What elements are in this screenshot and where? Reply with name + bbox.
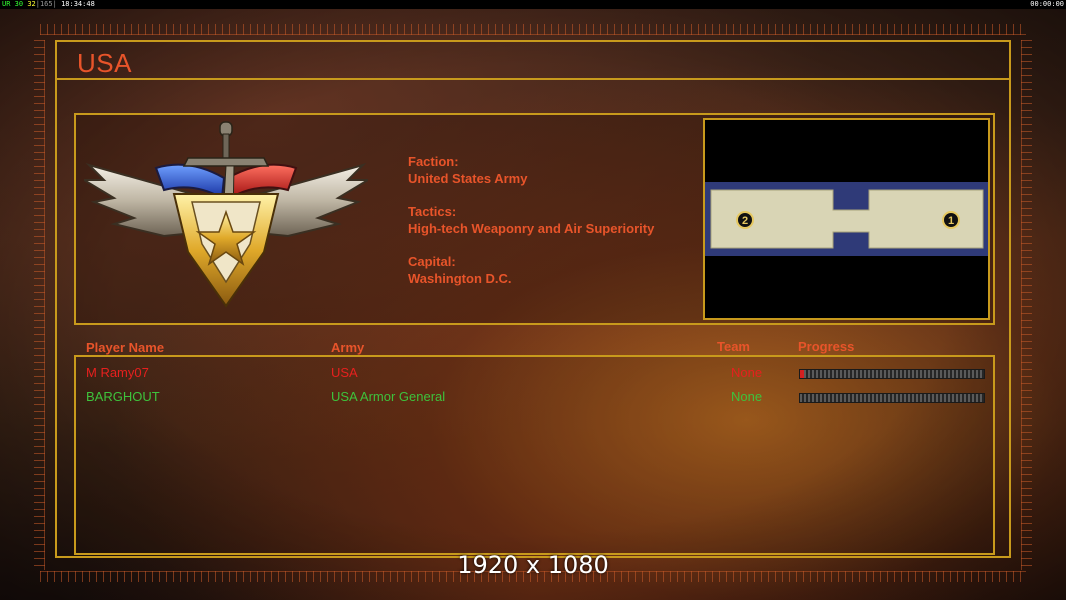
fps-value-c: 165 (39, 0, 53, 8)
player-team: None (731, 389, 763, 404)
page-title: USA (77, 48, 132, 78)
overlay-clock: 18:34:48 (61, 0, 95, 8)
faction-value: United States Army (408, 171, 528, 186)
fps-value-a: 30 (14, 0, 24, 8)
player-name: M Ramy07 (86, 365, 149, 380)
emblem-star (195, 209, 257, 266)
map-preview: 2 1 (703, 118, 990, 320)
map-start-marker (736, 211, 754, 229)
fps-counter: UR 30 32|165| 18:34:48 (2, 0, 95, 8)
usa-faction-emblem (84, 121, 368, 308)
capital-block: Capital: Washington D.C. (408, 253, 512, 287)
screen-frame (55, 40, 1011, 558)
player-name: BARGHOUT (86, 389, 160, 404)
performance-overlay: UR 30 32|165| 18:34:48 00:00:00 (0, 0, 1066, 9)
header-army: Army (331, 340, 365, 355)
player-team: None (731, 365, 763, 380)
table-row: M Ramy07 USA None (0, 365, 1066, 383)
map-start-label: 2 (742, 215, 748, 227)
overlay-timer: 00:00:00 (1030, 0, 1064, 8)
header-team: Team (717, 339, 750, 354)
tactics-value: High-tech Weaponry and Air Superiority (408, 221, 655, 236)
header-progress: Progress (798, 339, 855, 354)
fps-label: UR (2, 0, 11, 8)
map-land (710, 189, 984, 249)
capital-value: Washington D.C. (408, 271, 512, 286)
tactics-block: Tactics: High-tech Weaponry and Air Supe… (408, 203, 654, 237)
emblem-blue-band (154, 163, 226, 200)
ruler-top (40, 24, 1026, 35)
player-progress-fill (800, 370, 804, 378)
fps-value-b: 32 (27, 0, 36, 8)
map-start-label: 1 (948, 215, 954, 227)
tactics-label: Tactics: (408, 204, 457, 219)
player-army: USA (331, 365, 358, 380)
player-army: USA Armor General (331, 389, 446, 404)
ruler-left (34, 40, 45, 570)
map-start-marker (942, 211, 960, 229)
ruler-right (1021, 40, 1032, 570)
faction-label: Faction: (408, 154, 459, 169)
header-player-name: Player Name (86, 340, 165, 355)
resolution-caption: 1920 x 1080 (457, 551, 609, 579)
ruler-bottom (40, 571, 1026, 582)
faction-block: Faction: United States Army (408, 153, 527, 187)
capital-label: Capital: (408, 254, 456, 269)
player-progress-bar (799, 393, 985, 403)
players-list-panel (74, 355, 995, 555)
title-divider (55, 78, 1011, 80)
table-row: BARGHOUT USA Armor General None (0, 389, 1066, 407)
player-progress-bar (799, 369, 985, 379)
